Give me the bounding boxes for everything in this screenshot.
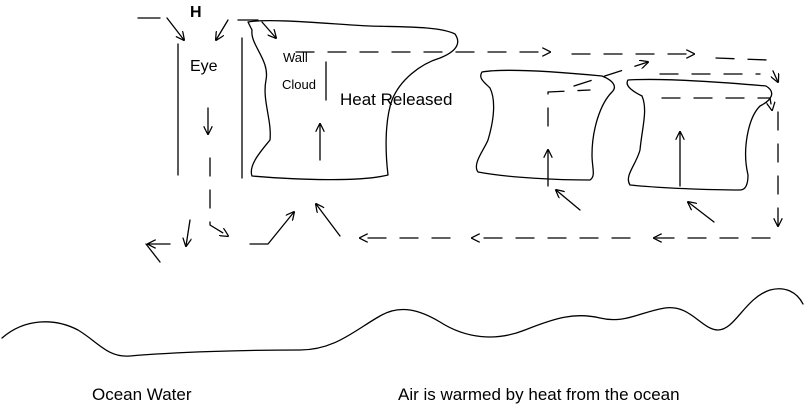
eye-descent	[186, 107, 228, 246]
inflow-arrow-eye-left	[166, 17, 184, 40]
heat-released-label: Heat Released	[340, 90, 453, 109]
inflow-arrow-wall-base	[316, 204, 341, 237]
rising-dash-band2	[547, 89, 591, 127]
eye-descent-dash	[209, 157, 228, 236]
cloud-band-2-outline	[475, 69, 616, 181]
inflow-arrow-eye-base	[249, 212, 294, 245]
outflow-dashes	[137, 17, 778, 226]
air-warmed-caption: Air is warmed by heat from the ocean	[398, 385, 680, 404]
outflow-arrow-wall	[261, 21, 276, 38]
outflow-arrow-left-tail	[145, 243, 161, 263]
rising-air-arrows	[320, 61, 715, 223]
high-pressure-label: H	[190, 4, 202, 21]
ocean-water-label: Ocean Water	[92, 385, 192, 404]
eye-walls	[177, 37, 243, 179]
cloud-band-3-outline	[626, 78, 773, 191]
eye-label: Eye	[190, 58, 218, 75]
wall-cloud-label-line1: Wall	[283, 50, 308, 65]
ocean-surface	[1, 288, 804, 357]
inflow-arrow-eye-top	[216, 19, 229, 40]
wall-cloud-label-line2: Cloud	[282, 77, 316, 92]
outflow-arrow-corner	[715, 57, 778, 82]
inflow-arrow-band2	[556, 190, 581, 211]
eye-outflow-arrow	[186, 219, 190, 246]
wall-cloud-outline	[247, 20, 459, 181]
inflow-dashes	[145, 204, 771, 263]
outflow-arrow-band3	[661, 97, 772, 110]
inflow-arrow-band3	[688, 202, 715, 223]
outflow-arrow-band2	[573, 62, 648, 87]
